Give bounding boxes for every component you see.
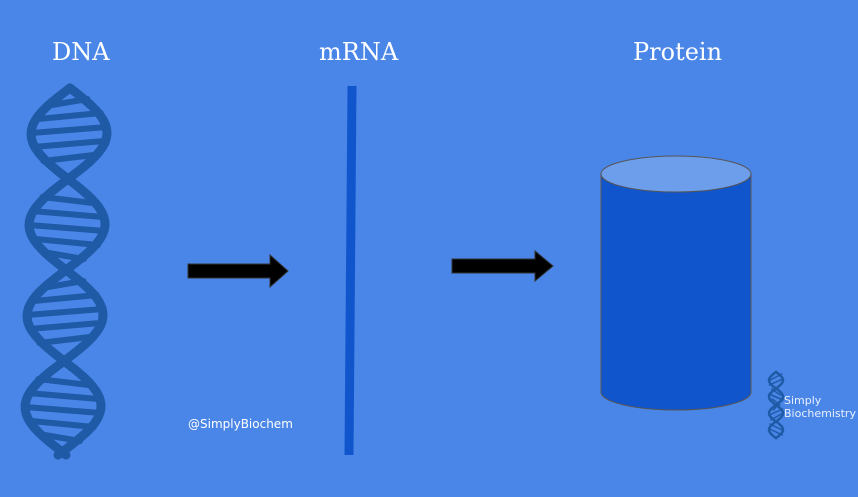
social-handle: @SimplyBiochem xyxy=(188,417,293,431)
base-pair-rung xyxy=(28,124,110,136)
mrna-label: mRNA xyxy=(319,38,399,66)
base-pair-rung xyxy=(769,423,783,431)
mrna-strand xyxy=(344,85,357,456)
base-pair-rung xyxy=(22,404,104,416)
dna-label: DNA xyxy=(52,38,110,66)
base-pair-rung xyxy=(32,236,101,248)
base-pair-rung xyxy=(24,306,106,318)
base-pair-rung xyxy=(36,334,93,346)
arrow-mrna-to-protein xyxy=(451,249,554,283)
arrow-dna-to-mrna xyxy=(187,253,289,289)
base-pair-rung xyxy=(41,432,83,444)
logo-line-1: Simply xyxy=(784,394,822,407)
logo-text: Simply Biochemistry xyxy=(784,394,856,420)
cylinder-top xyxy=(600,155,752,193)
base-pair-rung xyxy=(768,428,784,436)
base-pair-rung xyxy=(768,408,784,416)
base-pair-rung xyxy=(49,96,91,108)
base-pair-rung xyxy=(26,222,108,234)
dna-base-pairs xyxy=(22,96,110,444)
base-pair-rung xyxy=(772,403,780,411)
dna-helix-icon xyxy=(20,83,112,460)
base-pair-rung xyxy=(769,413,783,421)
base-pair-rung xyxy=(26,320,104,332)
base-pair-rung xyxy=(768,393,784,401)
base-pair-rung xyxy=(30,138,108,150)
cylinder-body xyxy=(600,173,752,411)
base-pair-rung xyxy=(39,194,96,206)
base-pair-rung xyxy=(768,378,784,386)
small-dna-helix-icon xyxy=(767,370,785,440)
base-pair-rung xyxy=(28,208,106,220)
logo-base-pairs xyxy=(768,373,784,436)
base-pair-rung xyxy=(40,152,97,164)
base-pair-rung xyxy=(770,388,782,396)
base-pair-rung xyxy=(24,390,102,402)
base-pair-rung xyxy=(28,418,97,430)
protein-label: Protein xyxy=(633,38,723,66)
base-pair-rung xyxy=(35,376,92,388)
base-pair-rung xyxy=(35,110,104,122)
base-pair-rung xyxy=(31,292,100,304)
base-pair-rung xyxy=(45,250,87,262)
base-pair-rung xyxy=(769,373,783,381)
logo-line-2: Biochemistry xyxy=(784,407,856,420)
protein-cylinder xyxy=(600,155,752,411)
base-pair-rung xyxy=(45,278,87,290)
logo-strand-b xyxy=(767,370,785,440)
